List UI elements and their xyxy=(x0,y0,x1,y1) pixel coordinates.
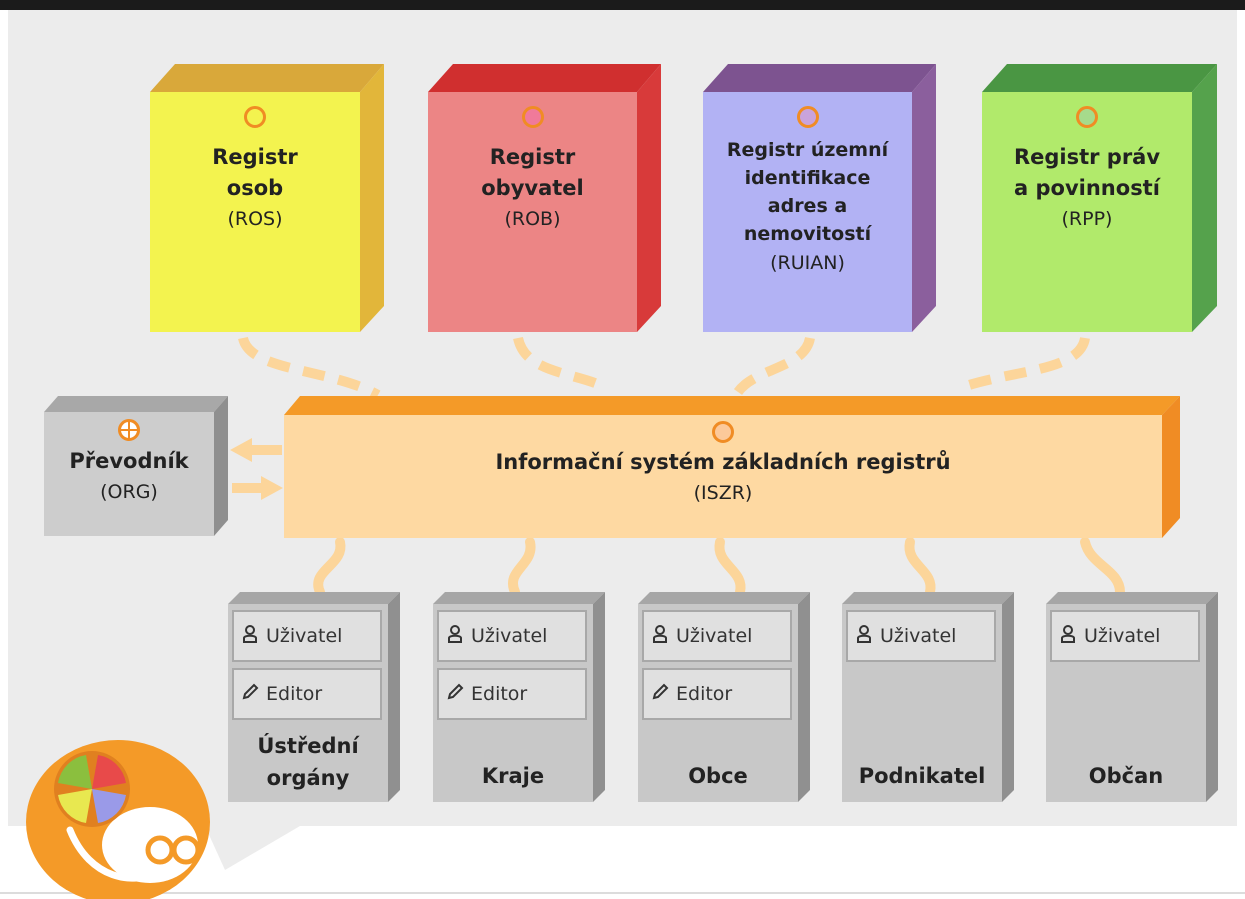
iszr-box: Informační systém základních registrů (I… xyxy=(284,415,1162,538)
role-label: Editor xyxy=(676,683,733,705)
connector-client-3 xyxy=(714,537,746,597)
register-title: nemovitostí xyxy=(743,223,872,245)
register-rob-box: Registr obyvatel (ROB) xyxy=(428,92,637,332)
connector-ruian-iszr xyxy=(733,336,815,396)
register-rpp-box: Registr práv a povinností (RPP) xyxy=(982,92,1192,332)
connector-rpp-iszr xyxy=(958,336,1090,393)
register-ros-box: Registr osob (ROS) xyxy=(150,92,360,332)
bottom-divider xyxy=(0,892,1245,894)
client-name: Občan xyxy=(1088,764,1164,788)
connector-rob-iszr xyxy=(513,336,602,390)
role-editor: Editor xyxy=(642,668,792,720)
connector-client-5 xyxy=(1080,537,1125,597)
register-title: Registr xyxy=(212,145,298,169)
register-abbr: (RUIAN) xyxy=(770,252,845,274)
register-icon xyxy=(521,106,544,128)
register-ruian-box: Registr územní identifikace adres a nemo… xyxy=(703,92,912,332)
register-title: Registr práv xyxy=(1013,145,1161,169)
register-abbr: (RPP) xyxy=(1061,208,1113,230)
arrow-right xyxy=(232,476,283,500)
client-kraje: Uživatel Editor Kraje xyxy=(433,592,605,802)
window-top-bar xyxy=(0,0,1245,10)
role-user: Uživatel xyxy=(437,610,587,662)
pencil-icon xyxy=(439,683,471,706)
iszr-title: Informační systém základních registrů xyxy=(495,450,951,474)
user-icon xyxy=(644,624,676,648)
client-ustredni-organy: Uživatel Editor Ústřední orgány xyxy=(228,592,400,802)
register-icon xyxy=(244,106,266,128)
user-icon xyxy=(1052,624,1084,648)
client-obce: Uživatel Editor Obce xyxy=(638,592,810,802)
register-icon xyxy=(1076,106,1098,128)
arrow-left xyxy=(230,438,282,462)
converter-abbr: (ORG) xyxy=(100,481,158,503)
user-icon xyxy=(439,624,471,648)
user-icon xyxy=(848,624,880,648)
converter-box: Převodník (ORG) xyxy=(44,412,214,536)
connector-client-2 xyxy=(508,537,536,597)
register-title: osob xyxy=(226,176,284,200)
user-icon xyxy=(234,624,266,648)
connector-ros-iszr xyxy=(238,336,381,400)
register-title: identifikace xyxy=(744,167,871,189)
role-label: Editor xyxy=(266,683,323,705)
converter-icon xyxy=(117,418,141,442)
client-name: orgány xyxy=(266,766,350,790)
role-label: Editor xyxy=(471,683,528,705)
register-abbr: (ROS) xyxy=(227,208,283,230)
client-name: Ústřední xyxy=(257,734,359,758)
register-title: adres a xyxy=(767,195,848,217)
role-user: Uživatel xyxy=(846,610,996,662)
register-title: Registr xyxy=(489,145,576,169)
register-title: obyvatel xyxy=(481,176,584,200)
role-label: Uživatel xyxy=(266,625,343,647)
register-title: Registr územní xyxy=(726,139,889,161)
role-user: Uživatel xyxy=(232,610,382,662)
register-abbr: (ROB) xyxy=(504,208,561,230)
client-name: Podnikatel xyxy=(858,764,986,788)
client-name: Kraje xyxy=(481,764,545,788)
connector-client-4 xyxy=(904,537,936,597)
client-obcan: Uživatel Občan xyxy=(1046,592,1218,802)
iszr-abbr: (ISZR) xyxy=(693,482,753,504)
register-icon xyxy=(796,106,819,128)
role-user: Uživatel xyxy=(642,610,792,662)
pencil-icon xyxy=(234,683,266,706)
iszr-icon xyxy=(712,421,734,443)
role-label: Uživatel xyxy=(1084,625,1161,647)
converter-arrows xyxy=(230,438,283,500)
converter-title: Převodník xyxy=(69,449,189,473)
role-label: Uživatel xyxy=(471,625,548,647)
role-editor: Editor xyxy=(232,668,382,720)
client-name: Obce xyxy=(688,764,748,788)
client-podnikatel: Uživatel Podnikatel xyxy=(842,592,1014,802)
role-label: Uživatel xyxy=(676,625,753,647)
pencil-icon xyxy=(644,683,676,706)
connector-client-1 xyxy=(313,537,346,597)
role-editor: Editor xyxy=(437,668,587,720)
register-title: a povinností xyxy=(1014,176,1160,200)
role-user: Uživatel xyxy=(1050,610,1200,662)
role-label: Uživatel xyxy=(880,625,957,647)
